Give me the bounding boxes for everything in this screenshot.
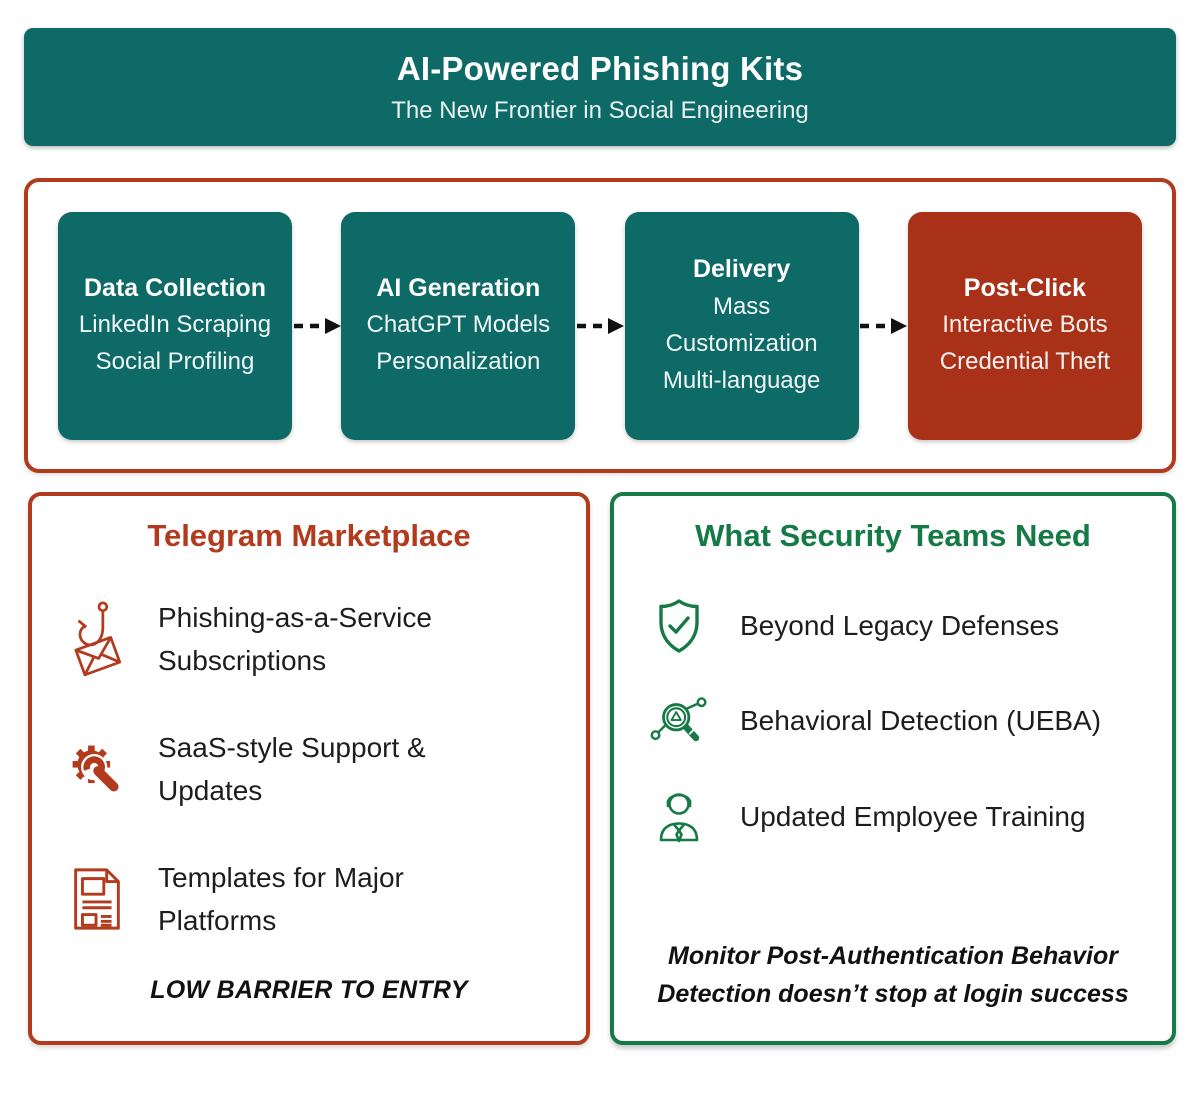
list-item: Updated Employee Training (644, 788, 1152, 846)
marketplace-title: Telegram Marketplace (147, 518, 471, 553)
list-item: Behavioral Detection (UEBA) (644, 693, 1152, 749)
step-line: Personalization (376, 348, 541, 376)
security-title: What Security Teams Need (695, 518, 1091, 553)
step-line: ChatGPT Models (366, 311, 551, 339)
list-item: Phishing-as-a-Service Subscriptions (62, 596, 566, 683)
header-banner: AI-Powered Phishing Kits The New Frontie… (24, 28, 1176, 146)
list-item-label: Beyond Legacy Defenses (740, 610, 1060, 642)
employee-icon (644, 788, 714, 846)
list-item: Templates for Major Platforms (62, 856, 566, 943)
flow-arrow-icon (576, 317, 624, 334)
flow-arrow-icon (859, 317, 908, 334)
step-title: Data Collection (84, 273, 266, 302)
marketplace-items: Phishing-as-a-Service Subscriptions (62, 596, 566, 942)
magnifier-alert-icon (644, 693, 714, 749)
marketplace-footer-note: LOW BARRIER TO ENTRY (150, 976, 468, 1004)
step-line: Mass Customization (665, 292, 818, 357)
page-subtitle: The New Frontier in Social Engineering (391, 96, 809, 124)
templates-document-icon (62, 866, 132, 932)
list-item: SaaS-style Support & Updates (62, 726, 566, 813)
security-footer-note: Monitor Post-Authentication Behavior Det… (614, 938, 1172, 1013)
security-footer-line-1: Monitor Post-Authentication Behavior (668, 942, 1118, 970)
step-line: Social Profiling (95, 348, 255, 376)
flow-arrow-icon (293, 317, 341, 334)
security-footer-line-2: Detection doesn’t stop at login success (657, 979, 1129, 1008)
list-item-label: Phishing-as-a-Service Subscriptions (158, 602, 432, 677)
step-line: LinkedIn Scraping (78, 311, 272, 339)
step-title: Post-Click (963, 273, 1087, 302)
list-item-label: Templates for Major Platforms (158, 861, 404, 936)
security-items: Beyond Legacy Defenses (644, 598, 1152, 846)
security-teams-panel: What Security Teams Need Beyond Legacy D… (610, 492, 1176, 1045)
list-item-label: Updated Employee Training (740, 801, 1086, 833)
gear-wrench-icon (62, 739, 132, 799)
step-line: Credential Theft (939, 348, 1111, 376)
phishing-hook-icon (62, 598, 132, 680)
list-item: Beyond Legacy Defenses (644, 598, 1152, 654)
pipeline-step-data-collection: Data Collection LinkedIn Scraping Social… (58, 211, 292, 440)
page-title: AI-Powered Phishing Kits (396, 49, 804, 87)
step-line: Multi-language (662, 366, 821, 394)
list-item-label: SaaS-style Support & Updates (158, 731, 426, 807)
pipeline-step-delivery: Delivery Mass Customization Multi-langua… (624, 211, 859, 440)
pipeline-step-post-click: Post-Click Interactive Bots Credential T… (907, 211, 1142, 440)
pipeline-container: Data Collection LinkedIn Scraping Social… (24, 178, 1176, 473)
step-line: Interactive Bots (942, 311, 1108, 339)
pipeline-step-ai-generation: AI Generation ChatGPT Models Personaliza… (341, 211, 576, 440)
telegram-marketplace-panel: Telegram Marketplace (28, 492, 590, 1045)
list-item-label: Behavioral Detection (UEBA) (740, 705, 1102, 737)
shield-check-icon (644, 598, 714, 654)
step-title: Delivery (692, 255, 791, 284)
step-title: AI Generation (376, 273, 541, 302)
